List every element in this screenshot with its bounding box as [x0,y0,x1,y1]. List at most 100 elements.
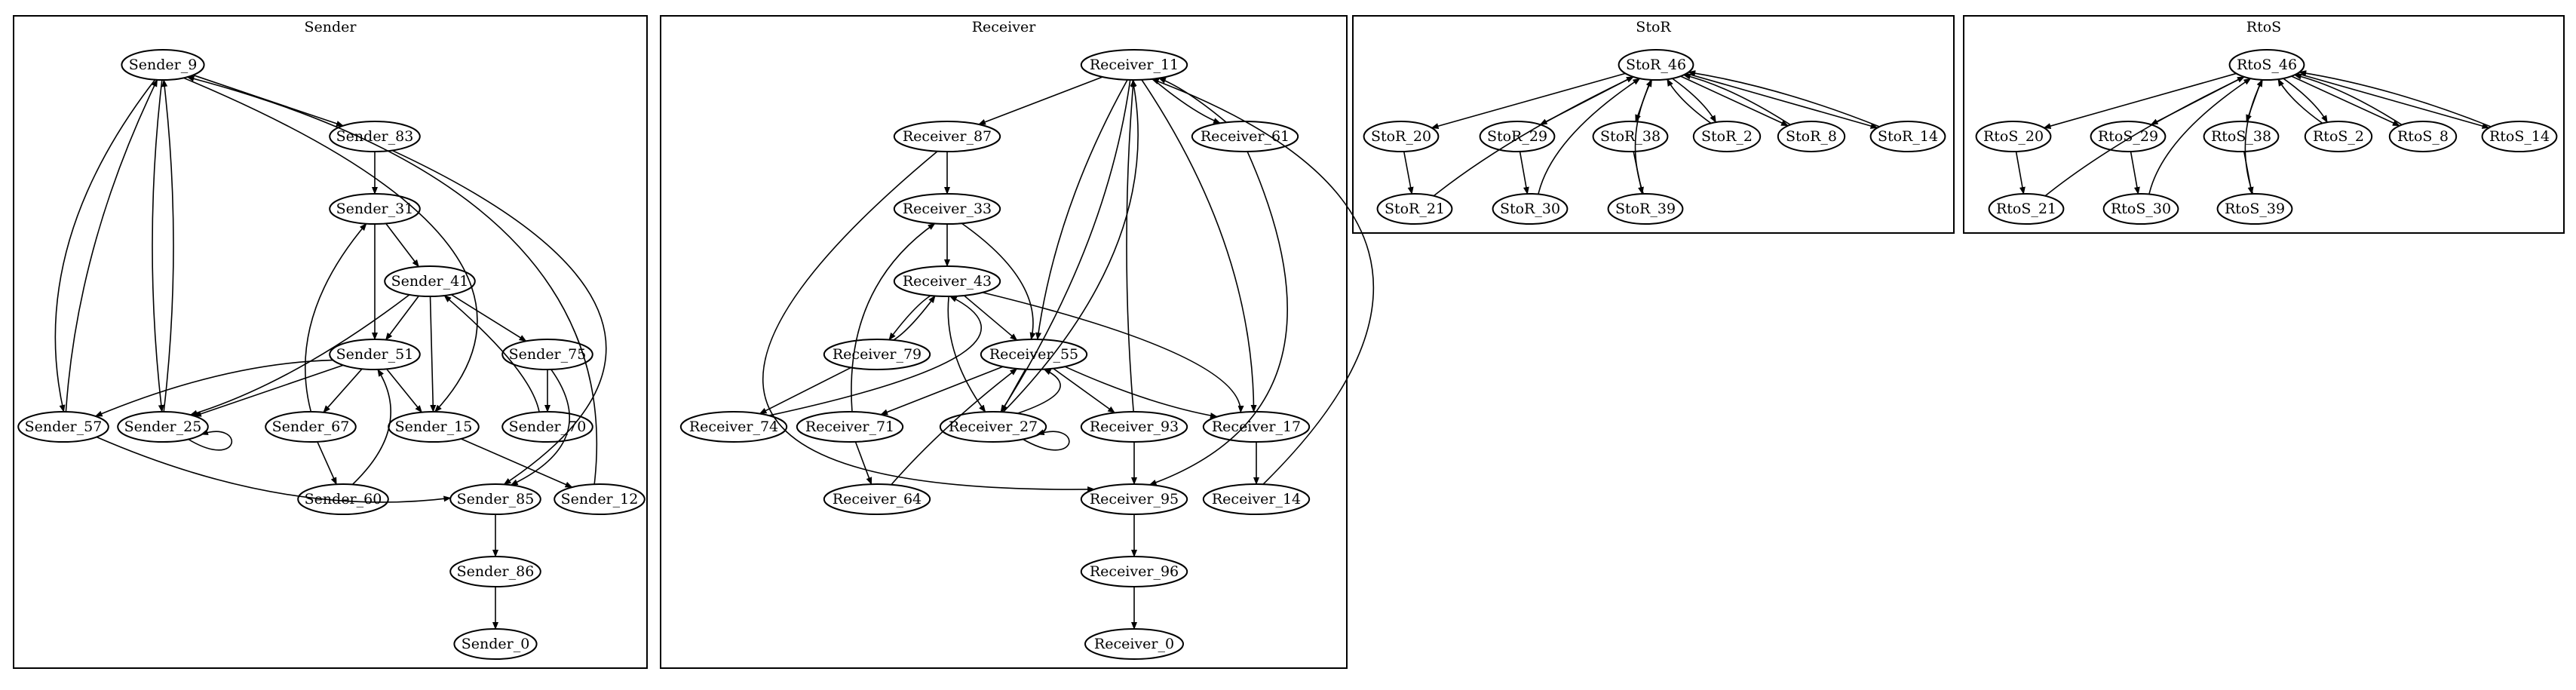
node-Sender_83[interactable]: Sender_83 [329,121,421,152]
node-Receiver_79-label: Receiver_79 [833,346,922,363]
edge-Receiver_55-to-Receiver_93 [1053,367,1116,414]
node-StoR_29[interactable]: StoR_29 [1479,121,1556,152]
node-Sender_70[interactable]: Sender_70 [501,411,593,443]
edge-RtoS_20-to-RtoS_21 [2015,151,2026,195]
edge-Receiver_43-to-Receiver_27 [947,296,986,413]
node-RtoS_39[interactable]: RtoS_39 [2216,193,2293,225]
node-Sender_0[interactable]: Sender_0 [453,628,538,660]
node-Receiver_71[interactable]: Receiver_71 [796,411,904,443]
node-StoR_38[interactable]: StoR_38 [1592,121,1669,152]
edge-Sender_41-to-Sender_51 [385,295,420,341]
node-RtoS_14-label: RtoS_14 [2489,128,2550,145]
edge-Receiver_11-to-Receiver_27 [1000,79,1131,413]
node-Sender_9[interactable]: Sender_9 [121,49,205,81]
node-Sender_57-shape [17,411,109,443]
node-Sender_86[interactable]: Sender_86 [449,556,541,587]
node-RtoS_38[interactable]: RtoS_38 [2203,121,2280,152]
node-Receiver_74[interactable]: Receiver_74 [679,411,788,443]
edge-RtoS_14-to-RtoS_46 [2298,70,2492,127]
node-Receiver_27[interactable]: Receiver_27 [939,411,1047,443]
node-StoR_8-label: StoR_8 [1786,128,1837,145]
node-RtoS_46[interactable]: RtoS_46 [2228,49,2305,81]
node-Sender_31[interactable]: Sender_31 [329,193,421,225]
node-Sender_83-shape [329,121,421,152]
edge-RtoS_30-to-RtoS_46 [2148,78,2252,195]
node-RtoS_29[interactable]: RtoS_29 [2090,121,2167,152]
node-StoR_14[interactable]: StoR_14 [1869,121,1946,152]
node-Receiver_0[interactable]: Receiver_0 [1084,628,1184,660]
node-Sender_86-shape [449,556,541,587]
node-RtoS_30-label: RtoS_30 [2111,201,2171,217]
cluster-rtos-label: RtoS [2246,19,2281,35]
node-Sender_57[interactable]: Sender_57 [17,411,109,443]
node-Sender_67[interactable]: Sender_67 [265,411,357,443]
node-StoR_20[interactable]: StoR_20 [1363,121,1440,152]
node-Receiver_11-label: Receiver_11 [1090,57,1179,73]
node-StoR_20-label: StoR_20 [1371,128,1431,145]
node-RtoS_8[interactable]: RtoS_8 [2388,121,2458,152]
node-Sender_9-label: Sender_9 [129,57,198,73]
node-RtoS_21[interactable]: RtoS_21 [1988,193,2065,225]
node-Receiver_79[interactable]: Receiver_79 [823,339,931,370]
node-StoR_39[interactable]: StoR_39 [1607,193,1684,225]
edge-Sender_67-to-Sender_31 [304,222,367,412]
node-Receiver_43-label: Receiver_43 [903,273,992,290]
node-RtoS_21-label: RtoS_21 [1996,201,2056,217]
node-StoR_39-label: StoR_39 [1615,201,1676,217]
edge-RtoS_8-to-RtoS_46 [2293,73,2403,126]
node-Receiver_27-label: Receiver_27 [949,419,1038,435]
node-StoR_8[interactable]: StoR_8 [1777,121,1846,152]
node-Sender_75[interactable]: Sender_75 [501,339,593,370]
node-Receiver_17[interactable]: Receiver_17 [1202,411,1311,443]
edge-Sender_60-to-Sender_51 [351,369,391,486]
node-Sender_51[interactable]: Sender_51 [329,339,421,370]
node-Sender_60[interactable]: Sender_60 [297,483,389,515]
node-Sender_0-label: Sender_0 [462,636,530,652]
node-RtoS_20[interactable]: RtoS_20 [1975,121,2052,152]
node-Receiver_93[interactable]: Receiver_93 [1080,411,1188,443]
node-RtoS_30[interactable]: RtoS_30 [2102,193,2179,225]
node-StoR_21[interactable]: StoR_21 [1376,193,1453,225]
node-Sender_25[interactable]: Sender_25 [117,411,209,443]
cluster-stor-label: StoR [1636,19,1671,35]
node-Receiver_11[interactable]: Receiver_11 [1080,49,1188,81]
node-Receiver_14[interactable]: Receiver_14 [1202,483,1311,515]
cluster-receiver: Receiver [660,15,1348,669]
node-Sender_15[interactable]: Sender_15 [388,411,480,443]
node-Receiver_87-label: Receiver_87 [903,128,992,145]
node-Sender_12[interactable]: Sender_12 [554,483,646,515]
node-Sender_85[interactable]: Sender_85 [449,483,541,515]
node-Receiver_87[interactable]: Receiver_87 [893,121,1001,152]
edge-Sender_51-to-Sender_25 [193,364,344,417]
node-Receiver_71-shape [796,411,904,443]
cluster-stor: StoR [1352,15,1955,234]
node-Receiver_95[interactable]: Receiver_95 [1080,483,1188,515]
node-Receiver_55-label: Receiver_55 [989,346,1078,363]
node-StoR_30[interactable]: StoR_30 [1492,193,1569,225]
node-Receiver_43[interactable]: Receiver_43 [893,265,1001,297]
node-RtoS_14[interactable]: RtoS_14 [2481,121,2558,152]
node-Sender_9-shape [121,49,205,81]
cluster-sender: Sender [13,15,648,669]
node-Sender_41[interactable]: Sender_41 [384,265,476,297]
node-Receiver_33[interactable]: Receiver_33 [893,193,1001,225]
edge-StoR_14-to-StoR_46 [1688,70,1880,127]
edge-Receiver_27-to-Receiver_11 [1002,79,1139,412]
edge-Receiver_11-to-Receiver_55 [1035,79,1128,341]
cluster-rtos: RtoS [1963,15,2565,234]
node-Sender_67-shape [265,411,357,443]
node-RtoS_30-shape [2102,193,2179,225]
node-Receiver_55[interactable]: Receiver_55 [980,339,1088,370]
edge-Sender_9-to-Sender_57 [54,79,156,412]
node-Receiver_61[interactable]: Receiver_61 [1191,121,1299,152]
node-Receiver_96[interactable]: Receiver_96 [1080,556,1188,587]
edge-RtoS_39-to-RtoS_46 [2244,78,2263,195]
edge-Receiver_79-to-Receiver_43 [893,295,936,341]
node-RtoS_2[interactable]: RtoS_2 [2304,121,2373,152]
edge-RtoS_46-to-RtoS_8 [2291,75,2400,127]
node-Receiver_64[interactable]: Receiver_64 [823,483,931,515]
edge-Sender_15-to-Sender_12 [461,438,573,488]
node-StoR_46[interactable]: StoR_46 [1618,49,1694,81]
node-StoR_2[interactable]: StoR_2 [1692,121,1762,152]
edge-StoR_29-to-StoR_30 [1519,151,1529,195]
